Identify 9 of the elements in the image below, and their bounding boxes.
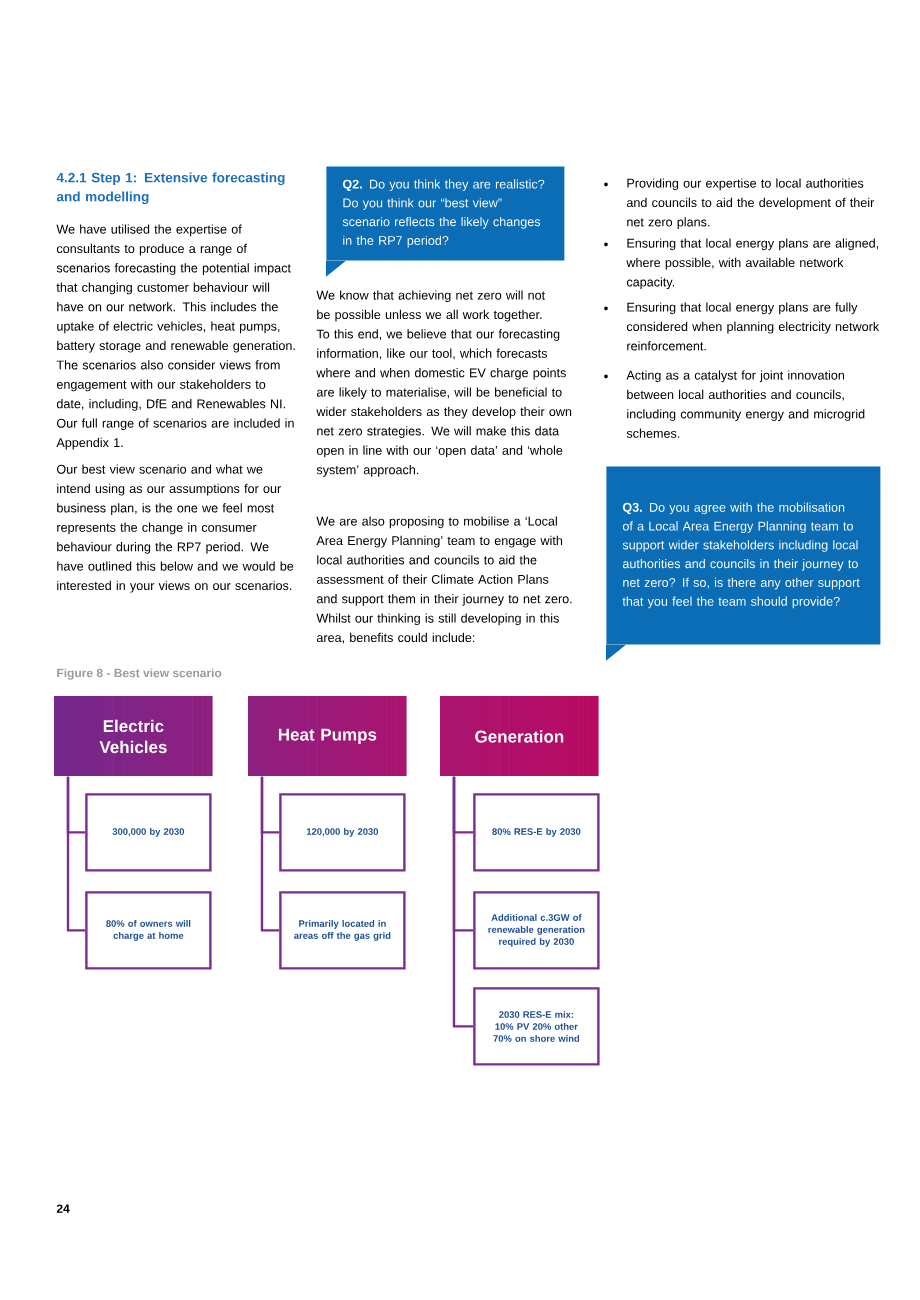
category-header: Electric Vehicles	[54, 696, 213, 776]
connector-line	[452, 776, 474, 1028]
connector-line	[66, 776, 86, 932]
node-label: Generation	[475, 730, 564, 743]
node-label: Electric Vehicles	[99, 719, 167, 754]
category-header: Heat Pumps	[248, 696, 407, 776]
node-label: Heat Pumps	[278, 728, 377, 744]
category-header: Generation	[440, 696, 599, 776]
connector-line	[260, 776, 280, 932]
